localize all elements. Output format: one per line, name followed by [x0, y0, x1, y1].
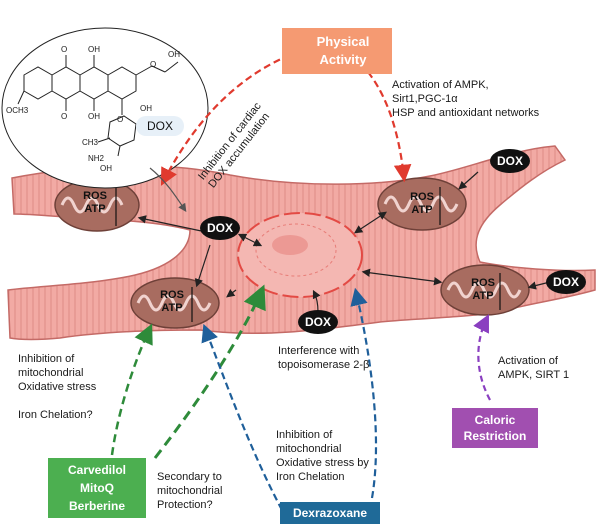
mito1-labels: ROS ATP	[80, 190, 110, 216]
arrow-carvedilol-nucleus	[153, 284, 266, 459]
atom-nh2: NH2	[88, 154, 105, 163]
atom-oh-5: OH	[100, 164, 112, 173]
atom-o-3: O	[117, 115, 124, 124]
mito2-labels: ROS ATP	[156, 289, 188, 315]
dox-marker-nucleus: DOX	[298, 310, 338, 334]
mito3-atp: ATP	[411, 204, 433, 216]
interaction-arrows	[137, 167, 551, 313]
mitochondrion-3	[377, 177, 467, 231]
arrow-dexrazoxane-mito	[201, 323, 283, 511]
doxorubicin-structure	[1, 27, 209, 189]
atom-oh-2: OH	[88, 112, 100, 121]
atom-oh-1: OH	[88, 45, 100, 54]
nucleus	[237, 212, 363, 298]
atom-oh-3: OH	[168, 50, 180, 59]
arrow-activity-activation	[367, 71, 412, 183]
molecule-dox-label: DOX	[136, 116, 184, 136]
mito4-atp: ATP	[472, 290, 494, 302]
dox-marker-top-right: DOX	[490, 149, 530, 173]
atom-o-2: O	[61, 112, 68, 121]
atom-ch3: CH3	[82, 138, 99, 147]
atom-o-4: O	[150, 60, 157, 69]
mitochondrion-4	[440, 264, 530, 316]
mito1-atp: ATP	[84, 203, 106, 215]
mito3-ros: ROS	[410, 191, 434, 203]
arrow-carvedilol-mito	[110, 323, 153, 456]
dexrazoxane-box: Dexrazoxane	[280, 502, 380, 524]
dox-marker-cytoplasm: DOX	[200, 216, 240, 240]
carvedilol-box: Carvedilol MitoQ Berberine	[48, 458, 146, 518]
caloric-restriction-effects: Activation of AMPK, SIRT 1	[498, 355, 570, 381]
physical-activity-effects: Activation of AMPK, Sirt1,PGC-1α HSP and…	[392, 79, 540, 119]
physical-activity-box: Physical Activity	[282, 28, 392, 74]
arrow-dexrazoxane-nucleus	[350, 287, 378, 499]
atom-oh-4: OH	[140, 104, 152, 113]
mito4-ros: ROS	[471, 277, 495, 289]
mito2-atp: ATP	[161, 302, 183, 314]
atom-och3: OCH3	[6, 106, 29, 115]
dexrazoxane-effects: Inhibition of mitochondrial Oxidative st…	[276, 429, 369, 483]
carvedilol-secondary: Secondary to mitochondrial Protection?	[157, 471, 223, 511]
carvedilol-effects: Inhibition of mitochondrial Oxidative st…	[18, 353, 97, 421]
arrow-activity-inhibition	[160, 53, 291, 186]
topoisomerase-label: Interference with topoisomerase 2-β	[278, 345, 370, 371]
mito4-labels: ROS ATP	[467, 277, 499, 303]
caloric-restriction-box: Caloric Restriction	[452, 408, 538, 448]
mitochondrion-2	[130, 277, 220, 329]
mito2-ros: ROS	[160, 289, 184, 301]
dox-marker-right: DOX	[546, 270, 586, 294]
atom-o-1: O	[61, 45, 68, 54]
mito3-labels: ROS ATP	[406, 191, 438, 217]
mito1-ros: ROS	[83, 190, 107, 202]
arrow-caloric-restriction	[473, 314, 491, 401]
